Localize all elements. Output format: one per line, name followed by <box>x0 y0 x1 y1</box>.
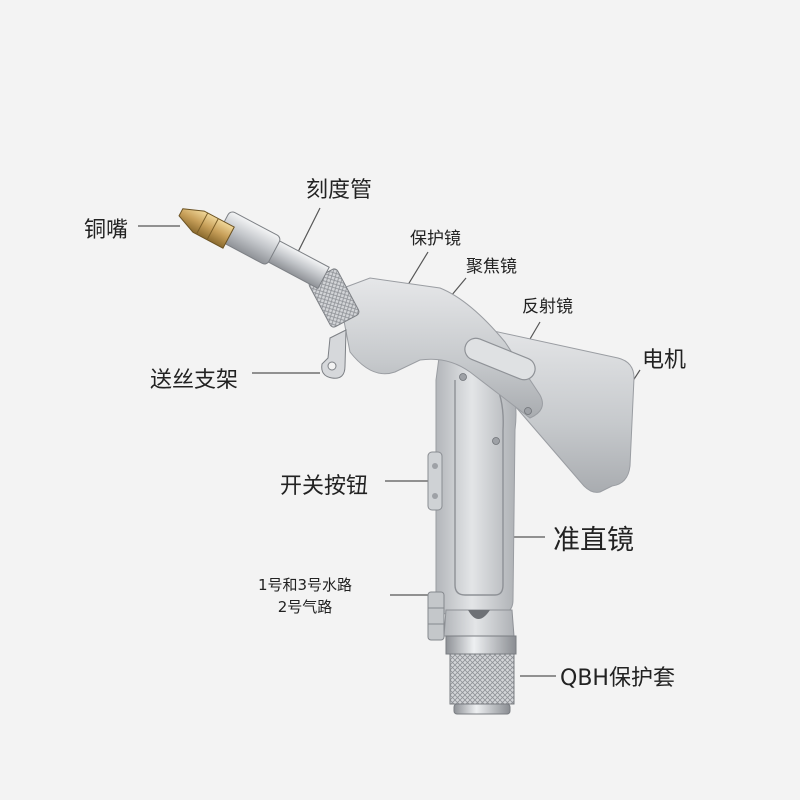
leader-scale-tube <box>294 207 321 259</box>
optical-head-block <box>337 277 543 419</box>
label-water-line-1-3: 1号和3号水路 <box>257 576 353 594</box>
head-slot <box>464 337 536 381</box>
label-water-gas-lines: 1号和3号水路 2号气路 <box>246 574 364 618</box>
label-switch-button: 开关按钮 <box>280 474 369 499</box>
nozzle-groove <box>196 212 209 235</box>
label-reflective-lens: 反射镜 <box>522 297 573 317</box>
copper-nozzle-group <box>178 208 235 249</box>
qbh-ring <box>445 635 517 655</box>
qbh-end-cap <box>453 703 511 715</box>
label-collimating-lens: 准直镜 <box>553 525 634 556</box>
copper-nozzle <box>178 208 235 249</box>
handle-recess <box>454 374 504 596</box>
qbh-cover <box>449 653 515 705</box>
switch-button <box>427 451 443 511</box>
screw <box>492 437 500 445</box>
water-gas-fittings <box>427 591 445 641</box>
label-copper-nozzle: 铜嘴 <box>84 218 129 243</box>
label-gas-line-2: 2号气路 <box>277 598 333 616</box>
bracket-hole <box>327 361 337 371</box>
wire-feed-bracket <box>321 329 347 379</box>
label-scale-tube: 刻度管 <box>306 178 373 203</box>
screw <box>524 407 532 415</box>
label-qbh-cover: QBH保护套 <box>560 666 675 691</box>
label-focusing-lens: 聚焦镜 <box>466 257 517 277</box>
nozzle-groove <box>206 218 219 241</box>
label-motor: 电机 <box>642 348 687 373</box>
label-protective-lens: 保护镜 <box>410 229 461 249</box>
screw <box>459 373 467 381</box>
handle-notch <box>468 610 490 619</box>
scale-tube-group <box>216 211 330 290</box>
switch-dot <box>432 493 438 499</box>
label-wire-feed-bracket: 送丝支架 <box>150 368 239 393</box>
switch-dot <box>432 463 438 469</box>
